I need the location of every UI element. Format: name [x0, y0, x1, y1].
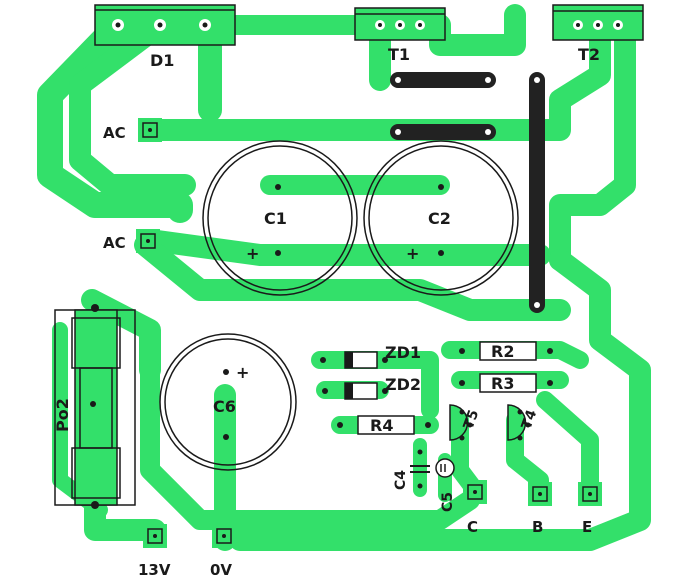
c6-outline	[159, 333, 297, 471]
label-ac-top: AC	[103, 124, 126, 142]
pad-13v	[143, 524, 167, 548]
label-c5: C5	[440, 492, 456, 512]
track-zd-mid	[371, 351, 439, 419]
track-fuse-bottom	[84, 494, 166, 541]
pad-e	[578, 482, 602, 506]
c1-plus-sign: +	[246, 244, 259, 263]
pad-ac-top	[138, 118, 162, 142]
label-r4: R4	[370, 416, 393, 435]
label-13v: 13V	[138, 561, 171, 579]
c4-outline	[410, 449, 430, 489]
zd2-outline	[322, 382, 388, 400]
r2-outline	[459, 341, 553, 361]
components-layer	[54, 4, 644, 509]
t5-outline	[449, 404, 473, 441]
pads-layer	[136, 118, 602, 548]
po2-fuse-holder	[54, 304, 136, 509]
t2-package	[552, 4, 644, 41]
label-0v: 0V	[210, 561, 232, 579]
labels-layer: D1 T1 T2 AC AC C1 C2 + + C6 + ZD1 ZD2 R2…	[53, 45, 600, 579]
track-t4-e	[536, 391, 599, 504]
track-outer-left	[37, 12, 193, 223]
label-ac-bottom: AC	[103, 234, 126, 252]
label-t2: T2	[578, 45, 600, 64]
c5-outline	[435, 458, 455, 478]
label-r2: R2	[491, 342, 514, 361]
r3-outline	[459, 373, 553, 393]
jumpers-layer	[390, 72, 545, 313]
label-t1: T1	[388, 45, 410, 64]
label-c2: C2	[428, 209, 451, 228]
c6-plus-sign: +	[236, 363, 249, 382]
label-c: C	[467, 518, 478, 536]
t1-package	[354, 7, 446, 41]
pad-ac-bottom	[136, 229, 160, 253]
track-right-down	[229, 249, 651, 551]
label-t5: T5	[461, 408, 483, 432]
track-t2-right	[549, 14, 636, 271]
d1-package	[94, 4, 236, 46]
label-c6: C6	[213, 397, 236, 416]
c1-outline	[202, 140, 358, 296]
copper-layer	[37, 4, 651, 551]
label-zd2: ZD2	[385, 375, 421, 394]
zd1-outline	[320, 351, 388, 369]
track-cap-plus-bus	[139, 229, 551, 266]
label-r3: R3	[491, 374, 514, 393]
pad-0v	[212, 524, 236, 548]
label-po2: Po2	[53, 398, 72, 432]
label-e: E	[582, 518, 592, 536]
track-c6-left	[140, 360, 480, 530]
label-d1: D1	[150, 51, 174, 70]
label-b: B	[532, 518, 543, 536]
label-zd1: ZD1	[385, 343, 421, 362]
label-c4: C4	[393, 470, 409, 490]
pad-b	[528, 482, 552, 506]
t4-outline	[507, 404, 531, 441]
c2-plus-sign: +	[406, 244, 419, 263]
pad-c	[463, 480, 487, 504]
label-t4: T4	[519, 408, 541, 432]
c2-outline	[363, 140, 519, 296]
track-d1-ac-top	[69, 14, 196, 196]
r4-outline	[337, 415, 431, 435]
track-ac-bottom-diag	[134, 234, 571, 321]
track-t1-t2	[429, 4, 526, 56]
label-c1: C1	[264, 209, 287, 228]
